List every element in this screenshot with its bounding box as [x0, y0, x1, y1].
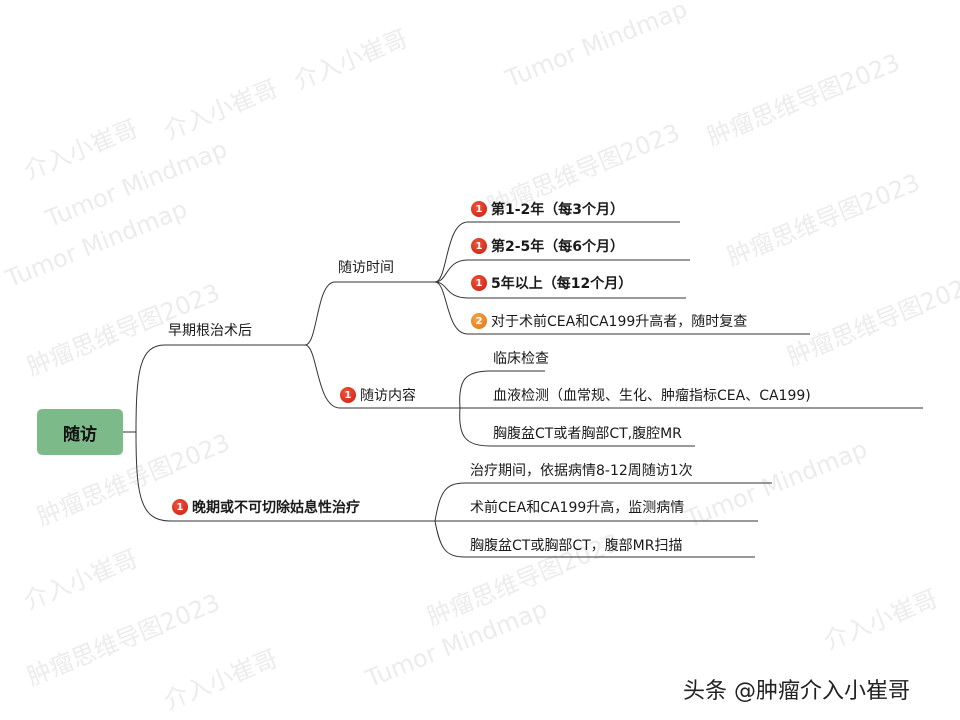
leaf-label: 治疗期间，依据病情8-12周随访1次 — [470, 463, 693, 479]
leaf-clinical-exam[interactable]: 临床检查 — [493, 348, 549, 368]
leaf-year-1-2[interactable]: 1 第1-2年（每3个月） — [471, 199, 624, 219]
leaf-label: 5年以上（每12个月） — [491, 276, 633, 292]
priority-1-icon: 1 — [471, 238, 487, 254]
priority-2-icon: 2 — [471, 313, 487, 329]
root-node[interactable]: 随访 — [37, 409, 123, 455]
leaf-treatment-interval[interactable]: 治疗期间，依据病情8-12周随访1次 — [470, 460, 693, 480]
root-label: 随访 — [63, 424, 97, 445]
leaf-label: 临床检查 — [493, 351, 549, 367]
leaf-label: 胸腹盆CT或者胸部CT,腹腔MR — [493, 426, 682, 442]
branch-label: 晚期或不可切除姑息性治疗 — [192, 500, 360, 516]
node-followup-content[interactable]: 1 随访内容 — [340, 385, 416, 405]
priority-1-icon: 1 — [471, 275, 487, 291]
leaf-label: 血液检测（血常规、生化、肿瘤指标CEA、CA199) — [493, 388, 811, 404]
leaf-label: 对于术前CEA和CA199升高者，随时复查 — [491, 314, 748, 330]
leaf-cea-elevated[interactable]: 2 对于术前CEA和CA199升高者，随时复查 — [471, 311, 747, 331]
priority-1-icon: 1 — [172, 499, 188, 515]
leaf-label: 第1-2年（每3个月） — [491, 202, 625, 218]
leaf-label: 第2-5年（每6个月） — [491, 239, 625, 255]
branch-advanced-palliative[interactable]: 1 晚期或不可切除姑息性治疗 — [172, 497, 360, 517]
priority-1-icon: 1 — [340, 387, 356, 403]
priority-1-icon: 1 — [471, 201, 487, 217]
node-label: 随访内容 — [360, 388, 416, 404]
leaf-blood-test[interactable]: 血液检测（血常规、生化、肿瘤指标CEA、CA199) — [493, 385, 811, 405]
leaf-imaging-scan[interactable]: 胸腹盆CT或胸部CT，腹部MR扫描 — [470, 535, 682, 555]
leaf-ct-mr[interactable]: 胸腹盆CT或者胸部CT,腹腔MR — [493, 423, 682, 443]
branch-early-radical[interactable]: 早期根治术后 — [168, 320, 252, 340]
node-label: 随访时间 — [338, 260, 394, 276]
leaf-label: 术前CEA和CA199升高，监测病情 — [470, 500, 685, 516]
leaf-year-5-plus[interactable]: 1 5年以上（每12个月） — [471, 273, 632, 293]
leaf-label: 胸腹盆CT或胸部CT，腹部MR扫描 — [470, 538, 683, 554]
leaf-year-2-5[interactable]: 1 第2-5年（每6个月） — [471, 236, 624, 256]
node-followup-time[interactable]: 随访时间 — [338, 257, 394, 277]
leaf-monitor-cea[interactable]: 术前CEA和CA199升高，监测病情 — [470, 497, 684, 517]
source-credit: 头条 @肿瘤介入小崔哥 — [683, 679, 910, 704]
branch-label: 早期根治术后 — [168, 323, 252, 339]
